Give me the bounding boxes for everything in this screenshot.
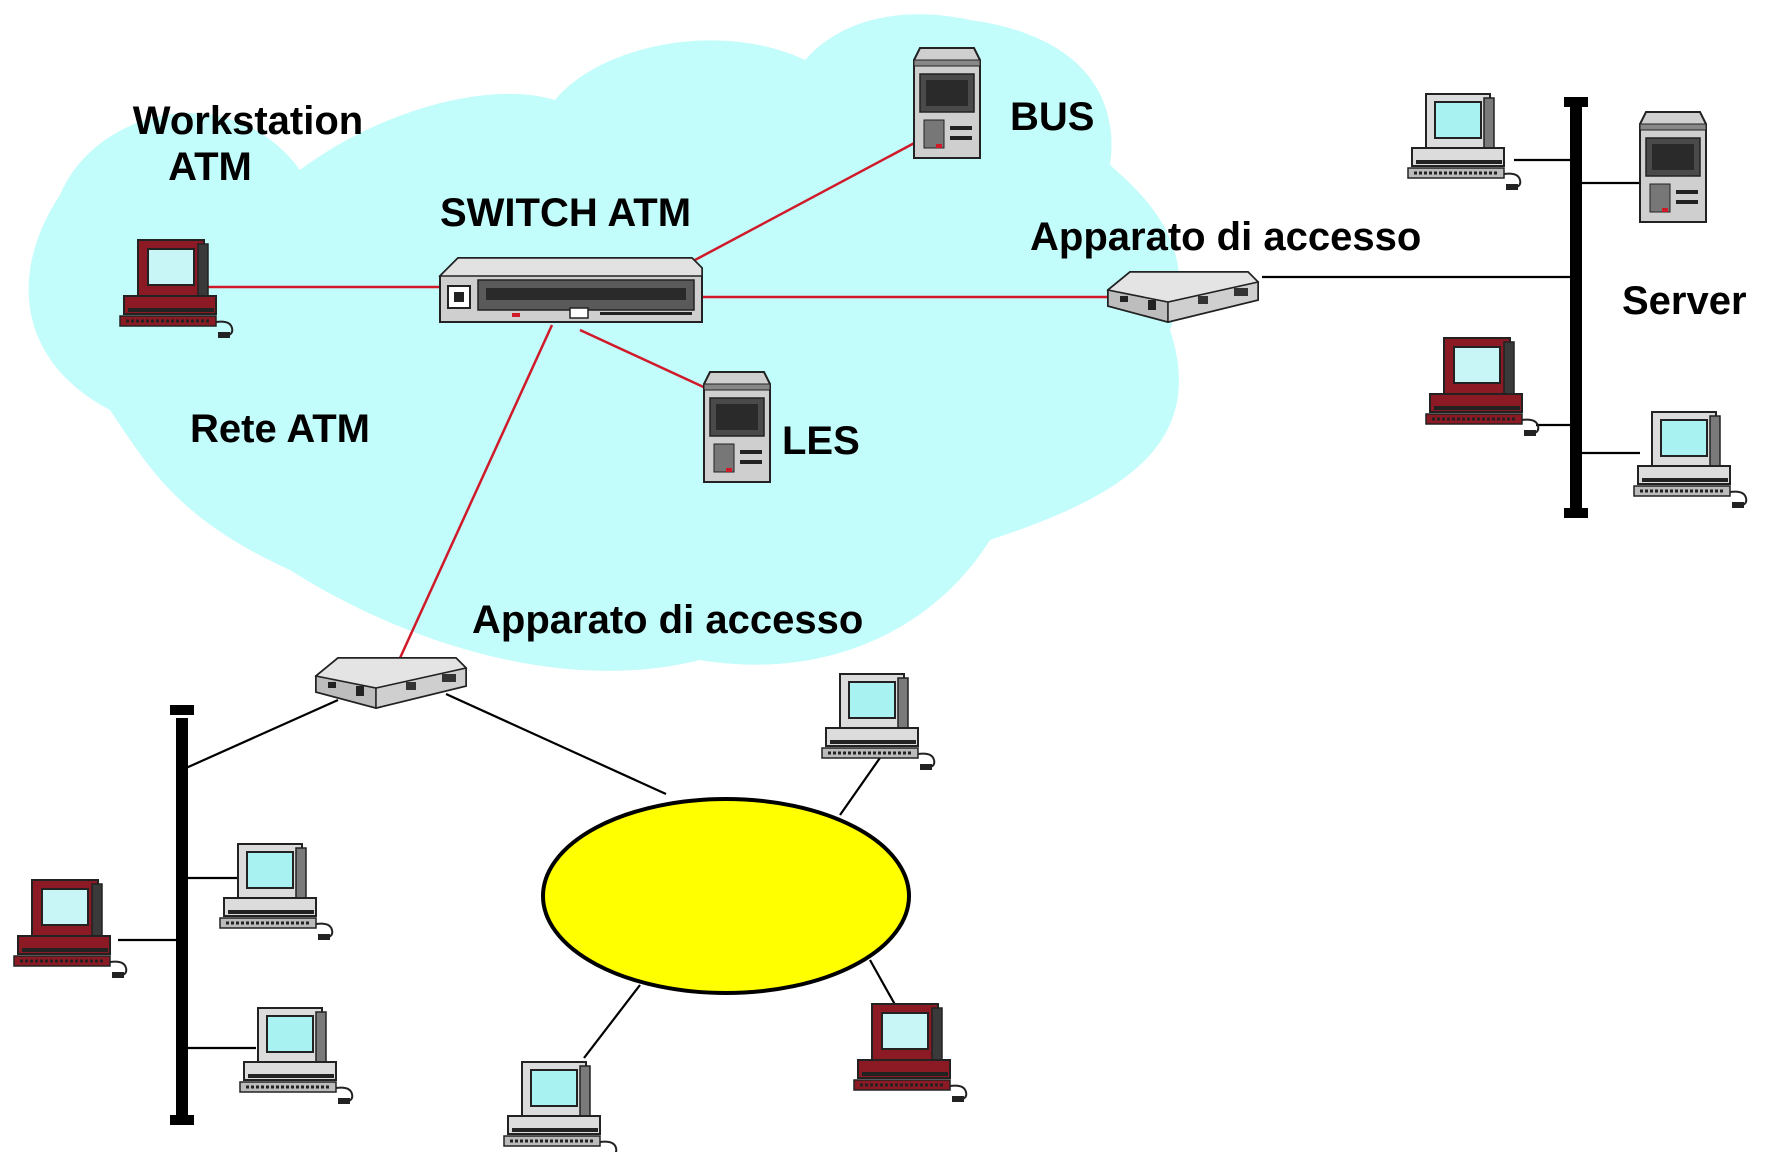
- ethernet-bus-right: [1570, 105, 1582, 510]
- label-access-right: Apparato di accesso: [1030, 215, 1421, 259]
- link-ring-pc-top: [839, 754, 883, 816]
- bus-right-cap-top: [1564, 97, 1588, 107]
- label-workstation-line1: Workstation: [133, 99, 363, 143]
- link-switch-les: [579, 328, 711, 392]
- pc-icon-ring-top: [820, 672, 936, 772]
- label-bus: BUS: [1010, 95, 1094, 139]
- bus-left-cap-top: [170, 705, 194, 715]
- pc-icon-right-bottom: [1632, 410, 1748, 510]
- les-server-icon: [703, 371, 771, 483]
- pc-icon-ring-bottom-left: [502, 1060, 618, 1152]
- link-ring-pc-bottom-right: [869, 959, 899, 1011]
- pc-icon-ring-bottom-right: [852, 1002, 968, 1104]
- link-switch-bus: [679, 138, 921, 270]
- switch-icon: [438, 257, 703, 323]
- token-ring: [541, 797, 911, 995]
- label-access-bottom: Apparato di accesso: [472, 598, 863, 642]
- bus-server-icon: [913, 47, 981, 159]
- pc-icon-left-top: [218, 842, 334, 942]
- atm-cloud: [28, 14, 1180, 671]
- link-switch-access-bottom: [398, 324, 554, 659]
- link-ring-pc-bottom-left: [583, 984, 641, 1059]
- bus-left-cap-bottom: [170, 1115, 194, 1125]
- label-server: Server: [1622, 279, 1747, 323]
- label-rete-atm: Rete ATM: [190, 407, 370, 451]
- access-device-icon-bottom: [315, 657, 467, 709]
- pc-icon-right-middle: [1424, 336, 1540, 438]
- label-workstation-line2: ATM: [168, 145, 252, 189]
- bus-right-cap-bottom: [1564, 508, 1588, 518]
- pc-icon-left-red: [12, 878, 128, 980]
- link-access-bottom-bus: [185, 698, 339, 770]
- label-switch: SWITCH ATM: [440, 191, 691, 235]
- server-icon: [1639, 111, 1707, 223]
- label-les: LES: [782, 419, 860, 463]
- pc-icon-right-top: [1406, 92, 1522, 192]
- pc-icon-left-bottom: [238, 1006, 354, 1106]
- link-access-bottom-ring: [445, 692, 667, 796]
- ethernet-bus-left: [176, 718, 188, 1118]
